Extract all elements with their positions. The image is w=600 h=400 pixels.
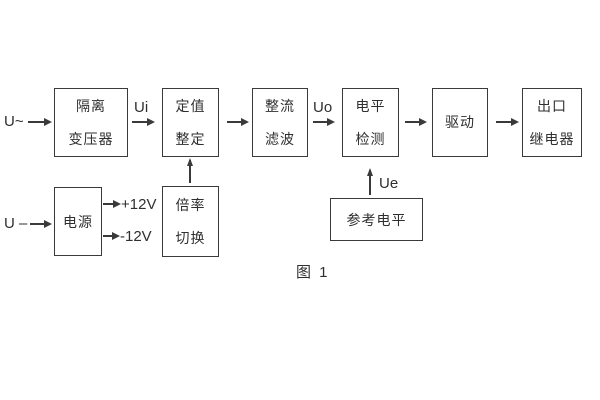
input-label-dc: U – <box>4 215 28 232</box>
signal-label-minus12v: -12V <box>120 228 152 245</box>
figure-caption: 图 1 <box>296 264 330 281</box>
block-power-supply: 电源 <box>54 187 102 256</box>
block-level-detection: 电平 检测 <box>342 88 399 157</box>
block-setpoint-adjustment-line1: 定值 <box>175 97 206 114</box>
input-label-ac: U~ <box>4 113 24 130</box>
arrow-level-to-driver <box>405 118 427 126</box>
arrow-plus12v <box>103 200 121 208</box>
block-level-detection-line1: 电平 <box>355 97 386 114</box>
arrow-dc-input <box>30 220 52 228</box>
block-isolation-transformer: 隔离 变压器 <box>54 88 128 157</box>
arrow-minus12v <box>103 232 120 240</box>
block-power-supply-line1: 电源 <box>63 213 93 230</box>
block-setpoint-adjustment: 定值 整定 <box>162 88 219 157</box>
block-ratio-switching-line1: 倍率 <box>175 196 206 213</box>
arrow-ue <box>367 168 373 195</box>
block-output-relay: 出口 继电器 <box>522 88 582 157</box>
block-isolation-transformer-line2: 变压器 <box>68 130 114 147</box>
arrow-uo <box>313 118 335 126</box>
block-rectifier-filter-line2: 滤波 <box>265 130 295 147</box>
signal-label-ui: Ui <box>134 99 149 116</box>
signal-label-ue: Ue <box>379 175 399 192</box>
arrow-ui <box>132 118 155 126</box>
block-output-relay-line1: 出口 <box>537 97 567 114</box>
block-isolation-transformer-line1: 隔离 <box>76 97 106 114</box>
block-level-detection-line2: 检测 <box>355 130 386 147</box>
arrow-driver-to-relay <box>496 118 519 126</box>
block-ratio-switching: 倍率 切换 <box>162 186 219 257</box>
block-driver: 驱动 <box>432 88 488 157</box>
block-rectifier-filter: 整流 滤波 <box>252 88 308 157</box>
block-setpoint-adjustment-line2: 整定 <box>175 130 206 147</box>
arrow-ratio-to-setpoint <box>187 158 193 183</box>
block-ratio-switching-line2: 切换 <box>175 229 206 246</box>
arrow-setpoint-to-rectifier <box>227 118 249 126</box>
block-reference-level-line1: 参考电平 <box>346 211 407 228</box>
arrow-ac-input <box>28 118 52 126</box>
signal-label-plus12v: +12V <box>121 196 157 213</box>
block-driver-line1: 驱动 <box>445 114 475 130</box>
block-rectifier-filter-line1: 整流 <box>265 97 295 114</box>
block-output-relay-line2: 继电器 <box>529 130 575 147</box>
block-reference-level: 参考电平 <box>330 198 423 241</box>
signal-label-uo: Uo <box>313 99 333 116</box>
